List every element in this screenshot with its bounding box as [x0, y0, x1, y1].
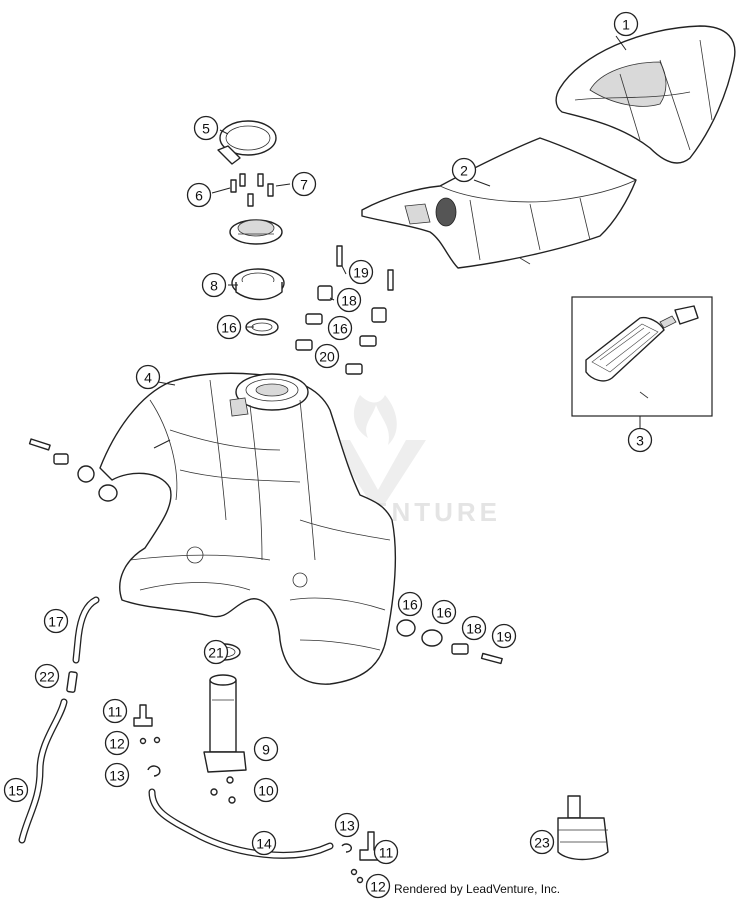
part-filler-cap [229, 219, 283, 245]
callout-number: 11 [379, 845, 394, 861]
callout-16: 16 [216, 314, 242, 340]
part-rear-seat [555, 25, 736, 164]
part-screws-6-7 [230, 173, 274, 207]
callout-23: 23 [529, 829, 555, 855]
callout-number: 18 [466, 621, 482, 637]
callout-13: 13 [334, 812, 360, 838]
callout-11: 11 [102, 698, 128, 724]
callout-11: 11 [373, 839, 399, 865]
callout-number: 19 [353, 265, 369, 281]
callout-number: 9 [262, 742, 270, 758]
part-left-fittings [133, 704, 161, 777]
callout-number: 16 [332, 321, 348, 337]
callout-number: 17 [48, 614, 64, 630]
callout-number: 12 [370, 879, 386, 895]
callout-1: 1 [613, 11, 639, 37]
callout-16: 16 [397, 591, 423, 617]
part-front-seat [361, 137, 637, 269]
callout-number: 18 [341, 293, 357, 309]
callout-12: 12 [104, 730, 130, 756]
callout-17: 17 [43, 608, 69, 634]
callout-9: 9 [253, 736, 279, 762]
callout-number: 14 [256, 836, 272, 852]
callout-number: 8 [210, 278, 218, 294]
rendered-by-credit: Rendered by LeadVenture, Inc. [394, 882, 561, 896]
callout-number: 16 [436, 605, 452, 621]
callout-number: 2 [460, 163, 468, 179]
part-fuel-pump [203, 674, 247, 773]
callout-12: 12 [365, 873, 391, 899]
callout-number: 7 [300, 177, 308, 193]
callout-number: 13 [339, 818, 355, 834]
callout-8: 8 [201, 272, 227, 298]
part-hose-15-17-22 [18, 596, 100, 844]
callout-7: 7 [291, 171, 317, 197]
part-fuel-tank [99, 372, 397, 685]
callout-number: 22 [39, 669, 55, 685]
callout-6: 6 [186, 182, 212, 208]
callout-number: 23 [534, 835, 550, 851]
callout-number: 20 [319, 349, 335, 365]
callout-10: 10 [253, 777, 279, 803]
callout-14: 14 [251, 830, 277, 856]
callout-number: 19 [496, 629, 512, 645]
callout-5: 5 [193, 115, 219, 141]
callout-number: 12 [109, 736, 125, 752]
part-screws-10 [210, 776, 236, 804]
callout-number: 15 [8, 783, 24, 799]
callout-number: 21 [208, 645, 224, 661]
callout-18: 18 [336, 287, 362, 313]
part-left-mount-hardware [28, 438, 118, 502]
part-23-filter [557, 795, 609, 861]
leader-lines [153, 35, 641, 449]
callout-16: 16 [431, 599, 457, 625]
callout-number: 11 [108, 704, 123, 720]
callout-number: 16 [402, 597, 418, 613]
callout-number: 5 [202, 121, 210, 137]
callout-19: 19 [348, 259, 374, 285]
callout-20: 20 [314, 343, 340, 369]
part-mount-hardware-upper [295, 245, 394, 375]
part-flange [231, 268, 285, 301]
callout-number: 1 [622, 17, 630, 33]
callout-number: 6 [195, 188, 203, 204]
callout-number: 13 [109, 768, 125, 784]
callout-22: 22 [34, 663, 60, 689]
callout-2: 2 [451, 157, 477, 183]
callout-19: 19 [491, 623, 517, 649]
part-3-kit-box [571, 296, 713, 417]
callout-16: 16 [327, 315, 353, 341]
part-hose-14 [148, 788, 334, 859]
part-right-mount-hardware [396, 619, 503, 665]
callout-number: 4 [144, 370, 152, 386]
callout-number: 16 [221, 320, 237, 336]
callout-3: 3 [627, 427, 653, 453]
callout-15: 15 [3, 777, 29, 803]
callout-4: 4 [135, 364, 161, 390]
callout-number: 10 [258, 783, 274, 799]
callout-21: 21 [203, 639, 229, 665]
part-ring [217, 120, 277, 165]
callout-18: 18 [461, 615, 487, 641]
callout-13: 13 [104, 762, 130, 788]
callout-number: 3 [636, 433, 644, 449]
